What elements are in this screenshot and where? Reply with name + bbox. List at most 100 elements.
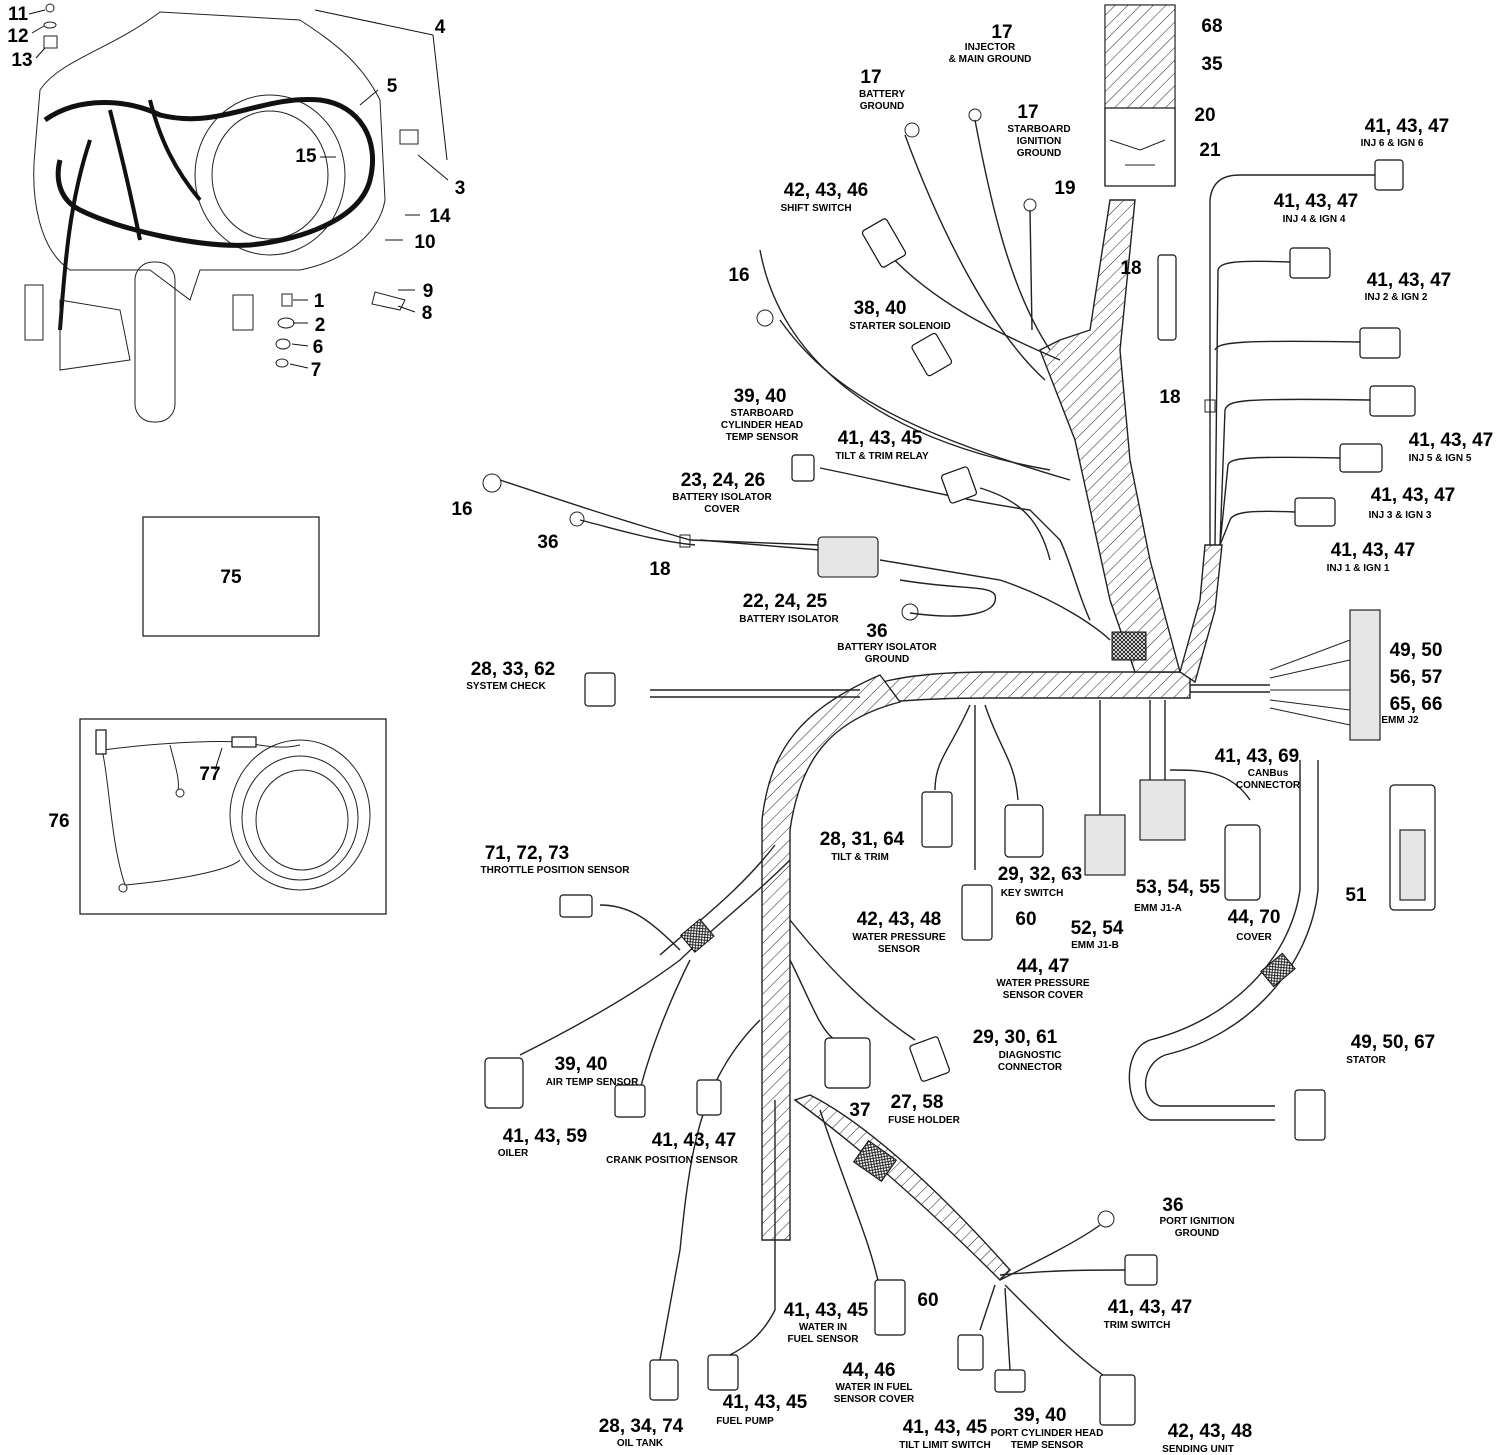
callout-caption: OILER [498, 1148, 529, 1159]
callout-number: 56, 57 [1390, 667, 1443, 688]
callout-number: 41, 43, 47 [1108, 1297, 1193, 1318]
callout-caption: SENSOR COVER [834, 1394, 915, 1405]
callout-c19: 19 [1054, 178, 1075, 199]
callout-caption: STARTER SOLENOID [849, 321, 950, 332]
callout-number: 21 [1199, 140, 1221, 161]
callout-caption: WATER PRESSURE [852, 932, 945, 943]
callout-caption: TILT & TRIM RELAY [835, 451, 929, 462]
callout-caption: IGNITION [1017, 136, 1061, 147]
callout-number: 37 [849, 1100, 870, 1121]
callout-c7: 7 [311, 360, 322, 381]
callout-number: 15 [295, 146, 317, 167]
callout-number: 6 [313, 337, 324, 358]
callout-c3: 3 [455, 178, 466, 199]
callout-number: 35 [1201, 54, 1223, 75]
callout-number: 44, 47 [1017, 956, 1070, 977]
callout-caption: BATTERY [859, 89, 905, 100]
callout-number: 36 [537, 532, 558, 553]
callout-c68: 68 [1201, 16, 1222, 37]
callout-number: 16 [728, 265, 749, 286]
callout-number: 16 [451, 499, 472, 520]
callout-number: 23, 24, 26 [681, 470, 766, 491]
callout-caption: WATER PRESSURE [996, 978, 1089, 989]
callout-inj4: 41, 43, 47 INJ 4 & IGN 4 [1274, 191, 1359, 225]
callout-caption: INJ 6 & IGN 6 [1361, 138, 1424, 149]
callout-number: 65, 66 [1390, 694, 1443, 715]
callout-number: 41, 43, 59 [503, 1126, 588, 1147]
callout-c13: 13 [11, 50, 32, 71]
callout-caption: DIAGNOSTIC [999, 1050, 1062, 1061]
callout-number: 7 [311, 360, 322, 381]
callout-c11: 11 [8, 4, 29, 25]
callout-caption: GROUND [1017, 148, 1061, 159]
callout-caption: INJ 5 & IGN 5 [1409, 453, 1472, 464]
callout-caption: INJ 2 & IGN 2 [1365, 292, 1428, 303]
callout-caption: EMM J1-B [1071, 940, 1119, 951]
callout-caption: SHIFT SWITCH [780, 203, 851, 214]
callout-c16a: 16 [728, 265, 749, 286]
callout-c60a: 60 [1015, 909, 1036, 930]
callout-number: 2 [315, 315, 326, 336]
callout-caption: CYLINDER HEAD [721, 420, 803, 431]
callout-number: 27, 58 [891, 1092, 944, 1113]
callout-number: 1 [314, 291, 325, 312]
callout-c18a: 18 [1120, 258, 1141, 279]
callout-number: 41, 43, 47 [1365, 116, 1450, 137]
callout-number: 11 [8, 4, 29, 25]
callout-number: 17 [991, 22, 1012, 43]
callout-caption: PORT CYLINDER HEAD [991, 1428, 1104, 1439]
callout-number: 17 [860, 67, 881, 88]
callout-number: 60 [1015, 909, 1036, 930]
callout-number: 41, 43, 47 [1331, 540, 1416, 561]
callout-c15: 15 [295, 146, 317, 167]
callout-number: 49, 50 [1390, 640, 1443, 661]
callout-number: 41, 43, 47 [1274, 191, 1359, 212]
callout-caption: WATER IN FUEL [835, 1382, 912, 1393]
callout-caption: WATER IN [799, 1322, 847, 1333]
callout-number: 18 [649, 559, 670, 580]
callout-number: 41, 43, 47 [1367, 270, 1452, 291]
callout-c76: 76 [48, 811, 69, 832]
callout-number: 8 [422, 303, 433, 324]
callout-caption: INJ 4 & IGN 4 [1283, 214, 1346, 225]
callout-c51: 51 [1345, 885, 1367, 906]
callout-number: 41, 43, 45 [838, 428, 923, 449]
callout-number: 41, 43, 45 [723, 1392, 808, 1413]
callout-c9: 9 [423, 281, 434, 302]
callout-caption: GROUND [865, 654, 909, 665]
callout-caption: TILT LIMIT SWITCH [899, 1440, 990, 1451]
callout-number: 41, 43, 47 [1371, 485, 1456, 506]
callout-caption: CRANK POSITION SENSOR [606, 1155, 738, 1166]
callout-c1: 1 [314, 291, 325, 312]
engine-assembly-illustration [24, 3, 449, 423]
callout-c60b: 60 [917, 1290, 938, 1311]
callout-number: 36 [866, 621, 887, 642]
callout-number: 53, 54, 55 [1136, 877, 1221, 898]
callout-number: 22, 24, 25 [743, 591, 828, 612]
callout-c2: 2 [315, 315, 326, 336]
callout-caption: & MAIN GROUND [949, 54, 1032, 65]
main-harness [499, 4, 1375, 1381]
callout-number: 36 [1162, 1195, 1183, 1216]
callout-caption: SENDING UNIT [1162, 1444, 1234, 1455]
callout-caption: BATTERY ISOLATOR [672, 492, 772, 503]
callout-number: 9 [423, 281, 434, 302]
callout-caption: SYSTEM CHECK [466, 681, 546, 692]
callout-caption: AIR TEMP SENSOR [546, 1077, 639, 1088]
callout-number: 41, 43, 47 [1409, 430, 1494, 451]
